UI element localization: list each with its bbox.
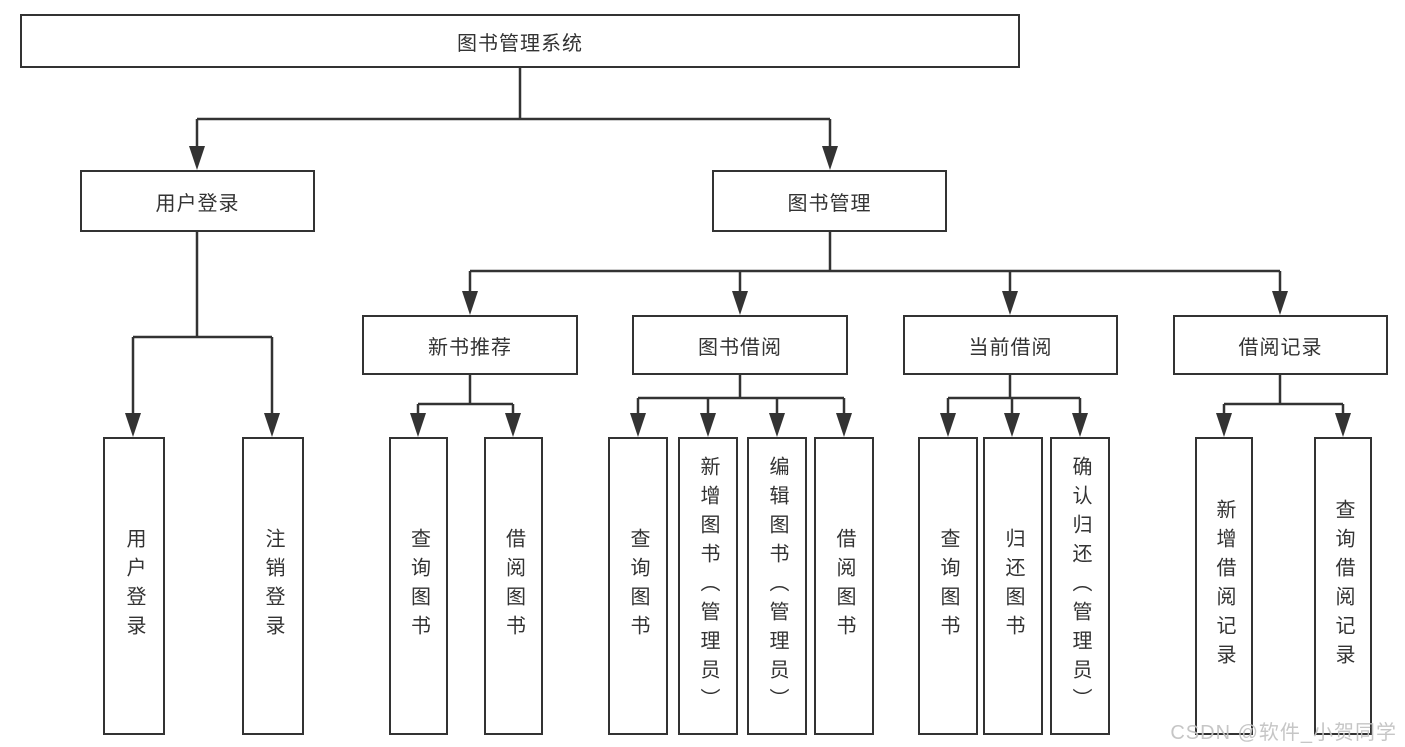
leaf-edit-books-admin-label: 编辑图书（管理员）: [766, 455, 788, 717]
node-borrow-records-label: 借阅记录: [1238, 336, 1323, 359]
leaf-user-login: 用户登录: [103, 437, 165, 735]
leaf-query-books-borrow-label: 查询图书: [627, 528, 649, 644]
leaf-return-books-label: 归还图书: [1002, 528, 1024, 644]
leaf-add-books-admin-label: 新增图书（管理员）: [697, 455, 719, 717]
leaf-borrow-books-borrow-label: 借阅图书: [833, 528, 855, 644]
node-current-borrow-label: 当前借阅: [968, 336, 1053, 359]
leaf-confirm-return-admin-label: 确认归还（管理员）: [1069, 455, 1091, 717]
leaf-confirm-return-admin: 确认归还（管理员）: [1050, 437, 1110, 735]
node-book-management: 图书管理: [712, 170, 947, 232]
node-new-book-recommend-label: 新书推荐: [428, 336, 512, 359]
node-library-system: 图书管理系统: [20, 14, 1020, 68]
leaf-query-books-recommend-label: 查询图书: [407, 528, 430, 644]
node-user-login-label: 用户登录: [155, 192, 240, 215]
leaf-borrow-books-borrow: 借阅图书: [814, 437, 874, 735]
leaf-borrow-books-recommend: 借阅图书: [484, 437, 543, 735]
node-book-borrow: 图书借阅: [632, 315, 848, 375]
node-current-borrow: 当前借阅: [903, 315, 1118, 375]
leaf-query-books-current: 查询图书: [918, 437, 978, 735]
leaf-add-borrow-record: 新增借阅记录: [1195, 437, 1253, 735]
leaf-query-borrow-record: 查询借阅记录: [1314, 437, 1372, 735]
node-book-management-label: 图书管理: [787, 192, 872, 215]
node-borrow-records: 借阅记录: [1173, 315, 1388, 375]
leaf-edit-books-admin: 编辑图书（管理员）: [747, 437, 807, 735]
leaf-add-books-admin: 新增图书（管理员）: [678, 437, 738, 735]
node-new-book-recommend: 新书推荐: [362, 315, 578, 375]
csdn-watermark: CSDN @软件_小贺同学: [1170, 722, 1397, 744]
leaf-query-books-borrow: 查询图书: [608, 437, 668, 735]
node-library-system-label: 图书管理系统: [457, 32, 583, 55]
leaf-logout: 注销登录: [242, 437, 304, 735]
leaf-query-borrow-record-label: 查询借阅记录: [1332, 499, 1354, 673]
leaf-user-login-label: 用户登录: [123, 528, 145, 644]
leaf-query-books-current-label: 查询图书: [937, 528, 959, 644]
node-book-borrow-label: 图书借阅: [698, 336, 782, 359]
leaf-logout-label: 注销登录: [262, 528, 284, 644]
leaf-query-books-recommend: 查询图书: [389, 437, 448, 735]
leaf-add-borrow-record-label: 新增借阅记录: [1213, 499, 1235, 673]
leaf-return-books: 归还图书: [983, 437, 1043, 735]
node-user-login: 用户登录: [80, 170, 315, 232]
leaf-borrow-books-recommend-label: 借阅图书: [502, 528, 525, 644]
